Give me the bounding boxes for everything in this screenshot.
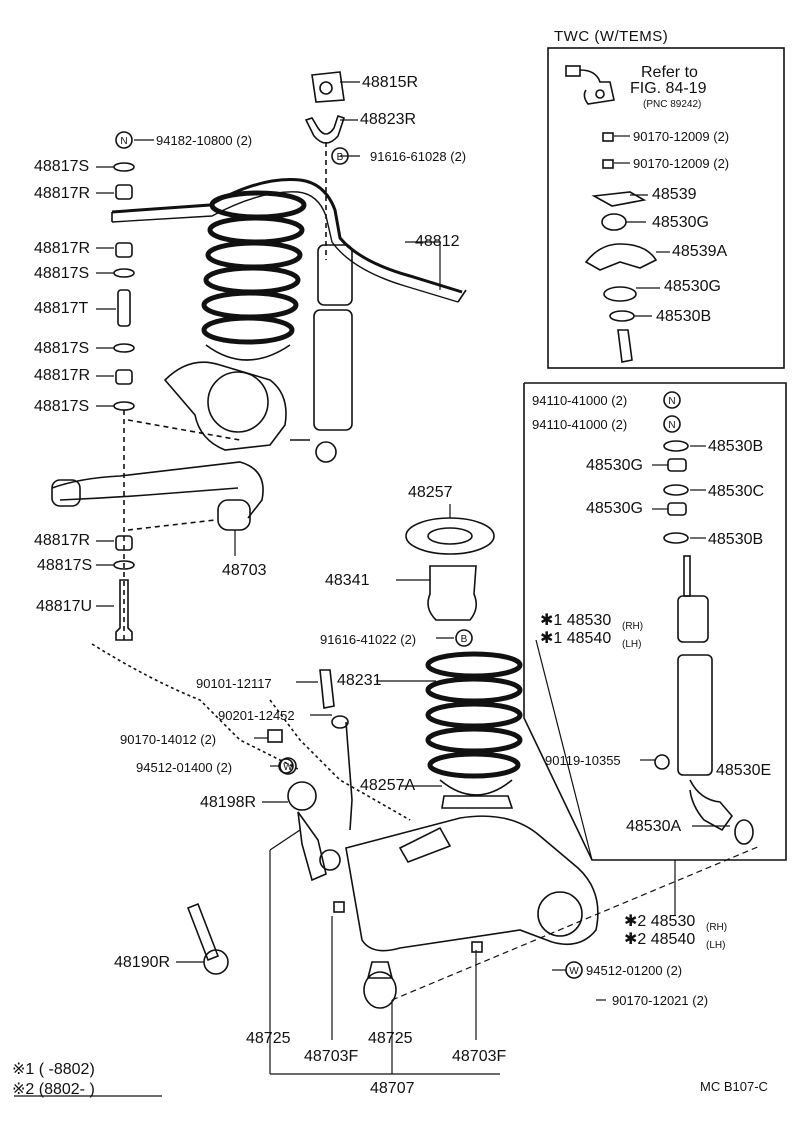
part-48530B-2: 48530B — [708, 531, 764, 548]
part-94110-41000-b: 94110-41000 (2) — [532, 417, 628, 432]
shock-kit-frame — [523, 382, 787, 861]
part-90170-12021: 90170-12021 (2) — [612, 993, 709, 1008]
part-48530C: 48530C — [708, 483, 765, 500]
part-48812: 48812 — [415, 233, 460, 250]
part-48725-a: 48725 — [246, 1030, 291, 1047]
footnote-2: ※2 (8802- ) — [12, 1081, 95, 1098]
mount-48539-shape — [591, 191, 647, 207]
part-90170-12009-b: 90170-12009 (2) — [633, 156, 730, 171]
part-48530-rh-star2: ✱2 48530 — [624, 913, 696, 930]
part-90101-12117: 90101-12117 — [196, 676, 272, 691]
part-48539A: 48539A — [672, 243, 728, 260]
part-48530B-twc: 48530B — [656, 308, 712, 325]
part-90119-10355: 90119-10355 — [545, 753, 621, 768]
part-48703F-a: 48703F — [304, 1048, 359, 1065]
part-48530E: 48530E — [716, 762, 772, 779]
tag-lh-star2: (LH) — [706, 940, 726, 951]
fig-ref-text: FIG. 84-19 — [630, 80, 707, 97]
tag-rh-star1: (RH) — [622, 621, 644, 632]
spacer-48817T-shape — [117, 289, 131, 327]
part-90170-14012: 90170-14012 (2) — [120, 732, 217, 747]
part-48817S-1: 48817S — [34, 158, 90, 175]
part-91616-41022: 91616-41022 (2) — [320, 632, 417, 647]
mount-48539A-shape — [584, 243, 658, 271]
upper-shock-shape — [313, 244, 353, 463]
twc-actuator-shape — [565, 65, 615, 105]
link-48198R-shape — [287, 781, 341, 882]
part-48817S-5: 48817S — [37, 557, 93, 574]
part-48530G-twc-1: 48530G — [652, 214, 709, 231]
stabilizer-bar-shape — [111, 178, 463, 294]
part-91616-61028: 91616-61028 (2) — [370, 149, 467, 164]
part-48817S-3: 48817S — [34, 340, 90, 357]
part-48530G-1: 48530G — [586, 457, 643, 474]
part-48817R-3: 48817R — [34, 367, 91, 384]
tag-rh-star2: (RH) — [706, 922, 728, 933]
part-94512-01200: 94512-01200 (2) — [586, 963, 683, 978]
part-48817R-1: 48817R — [34, 185, 91, 202]
bushing-48815R-shape — [311, 71, 345, 103]
part-48703-upper: 48703 — [222, 562, 267, 579]
part-48707: 48707 — [370, 1080, 415, 1097]
part-48341: 48341 — [325, 572, 370, 589]
bolt-marker-1: B — [337, 152, 344, 163]
washer-48817S-1-shape — [113, 162, 135, 172]
part-48703F-b: 48703F — [452, 1048, 507, 1065]
part-48817S-4: 48817S — [34, 398, 90, 415]
upper-arm-assembly-shape — [51, 361, 310, 531]
bolt-90101-shape — [319, 669, 335, 709]
part-48815R: 48815R — [362, 74, 419, 91]
part-48198R: 48198R — [200, 794, 257, 811]
footnote-1: ※1 ( -8802) — [12, 1061, 95, 1078]
twc-inset-frame — [547, 47, 785, 369]
bushing-48817R-1-shape — [115, 184, 133, 200]
shock-absorber-48530-shape — [654, 555, 754, 845]
rod-48190R-shape — [186, 902, 229, 975]
lower-arm-48707-shape — [333, 815, 599, 1009]
part-48257A: 48257A — [360, 777, 416, 794]
upper-coil-spring-shape — [201, 190, 307, 361]
part-48817R-2: 48817R — [34, 240, 91, 257]
part-48530A: 48530A — [626, 818, 682, 835]
nut-marker-2: N — [668, 396, 675, 407]
washer-marker-1: W — [283, 762, 293, 773]
part-48530G-2: 48530G — [586, 500, 643, 517]
part-48530G-twc-2: 48530G — [664, 278, 721, 295]
part-48530B-1: 48530B — [708, 438, 764, 455]
part-48817R-4: 48817R — [34, 532, 91, 549]
bracket-48823R-shape — [304, 114, 346, 144]
part-48190R: 48190R — [114, 954, 171, 971]
refer-to-text: Refer to — [641, 64, 698, 81]
part-94182-10800: 94182-10800 (2) — [156, 133, 253, 148]
spring-seat-48257-shape — [405, 517, 495, 555]
part-48231: 48231 — [337, 672, 382, 689]
part-48540-lh-star2: ✱2 48540 — [624, 931, 696, 948]
part-48823R: 48823R — [360, 111, 417, 128]
part-48257: 48257 — [408, 484, 453, 501]
part-48539: 48539 — [652, 186, 697, 203]
part-90201-12452: 90201-12452 — [218, 708, 295, 723]
part-48725-b: 48725 — [368, 1030, 413, 1047]
part-48540-lh-star1: ✱1 48540 — [540, 630, 612, 647]
twc-header: TWC (W/TEMS) — [554, 28, 669, 45]
part-48817S-2: 48817S — [34, 265, 90, 282]
nut-marker-3: N — [668, 420, 675, 431]
nut-marker-1: N — [120, 136, 127, 147]
part-94110-41000-a: 94110-41000 (2) — [532, 393, 628, 408]
tag-lh-star1: (LH) — [622, 639, 642, 650]
part-94512-01400: 94512-01400 (2) — [136, 760, 233, 775]
bolt-marker-2: B — [461, 634, 468, 645]
part-48530-rh-star1: ✱1 48530 — [540, 612, 612, 629]
bolt-48817U-shape — [115, 579, 133, 641]
pnc-ref-text: (PNC 89242) — [643, 99, 702, 110]
bump-stop-48341-shape — [427, 565, 478, 621]
washer-marker-2: W — [569, 966, 579, 977]
diagram-code: MC B107-C — [700, 1079, 768, 1094]
part-48817T: 48817T — [34, 300, 89, 317]
part-48817U: 48817U — [36, 598, 93, 615]
part-90170-12009-a: 90170-12009 (2) — [633, 129, 730, 144]
lower-coil-spring-shape — [425, 651, 523, 809]
